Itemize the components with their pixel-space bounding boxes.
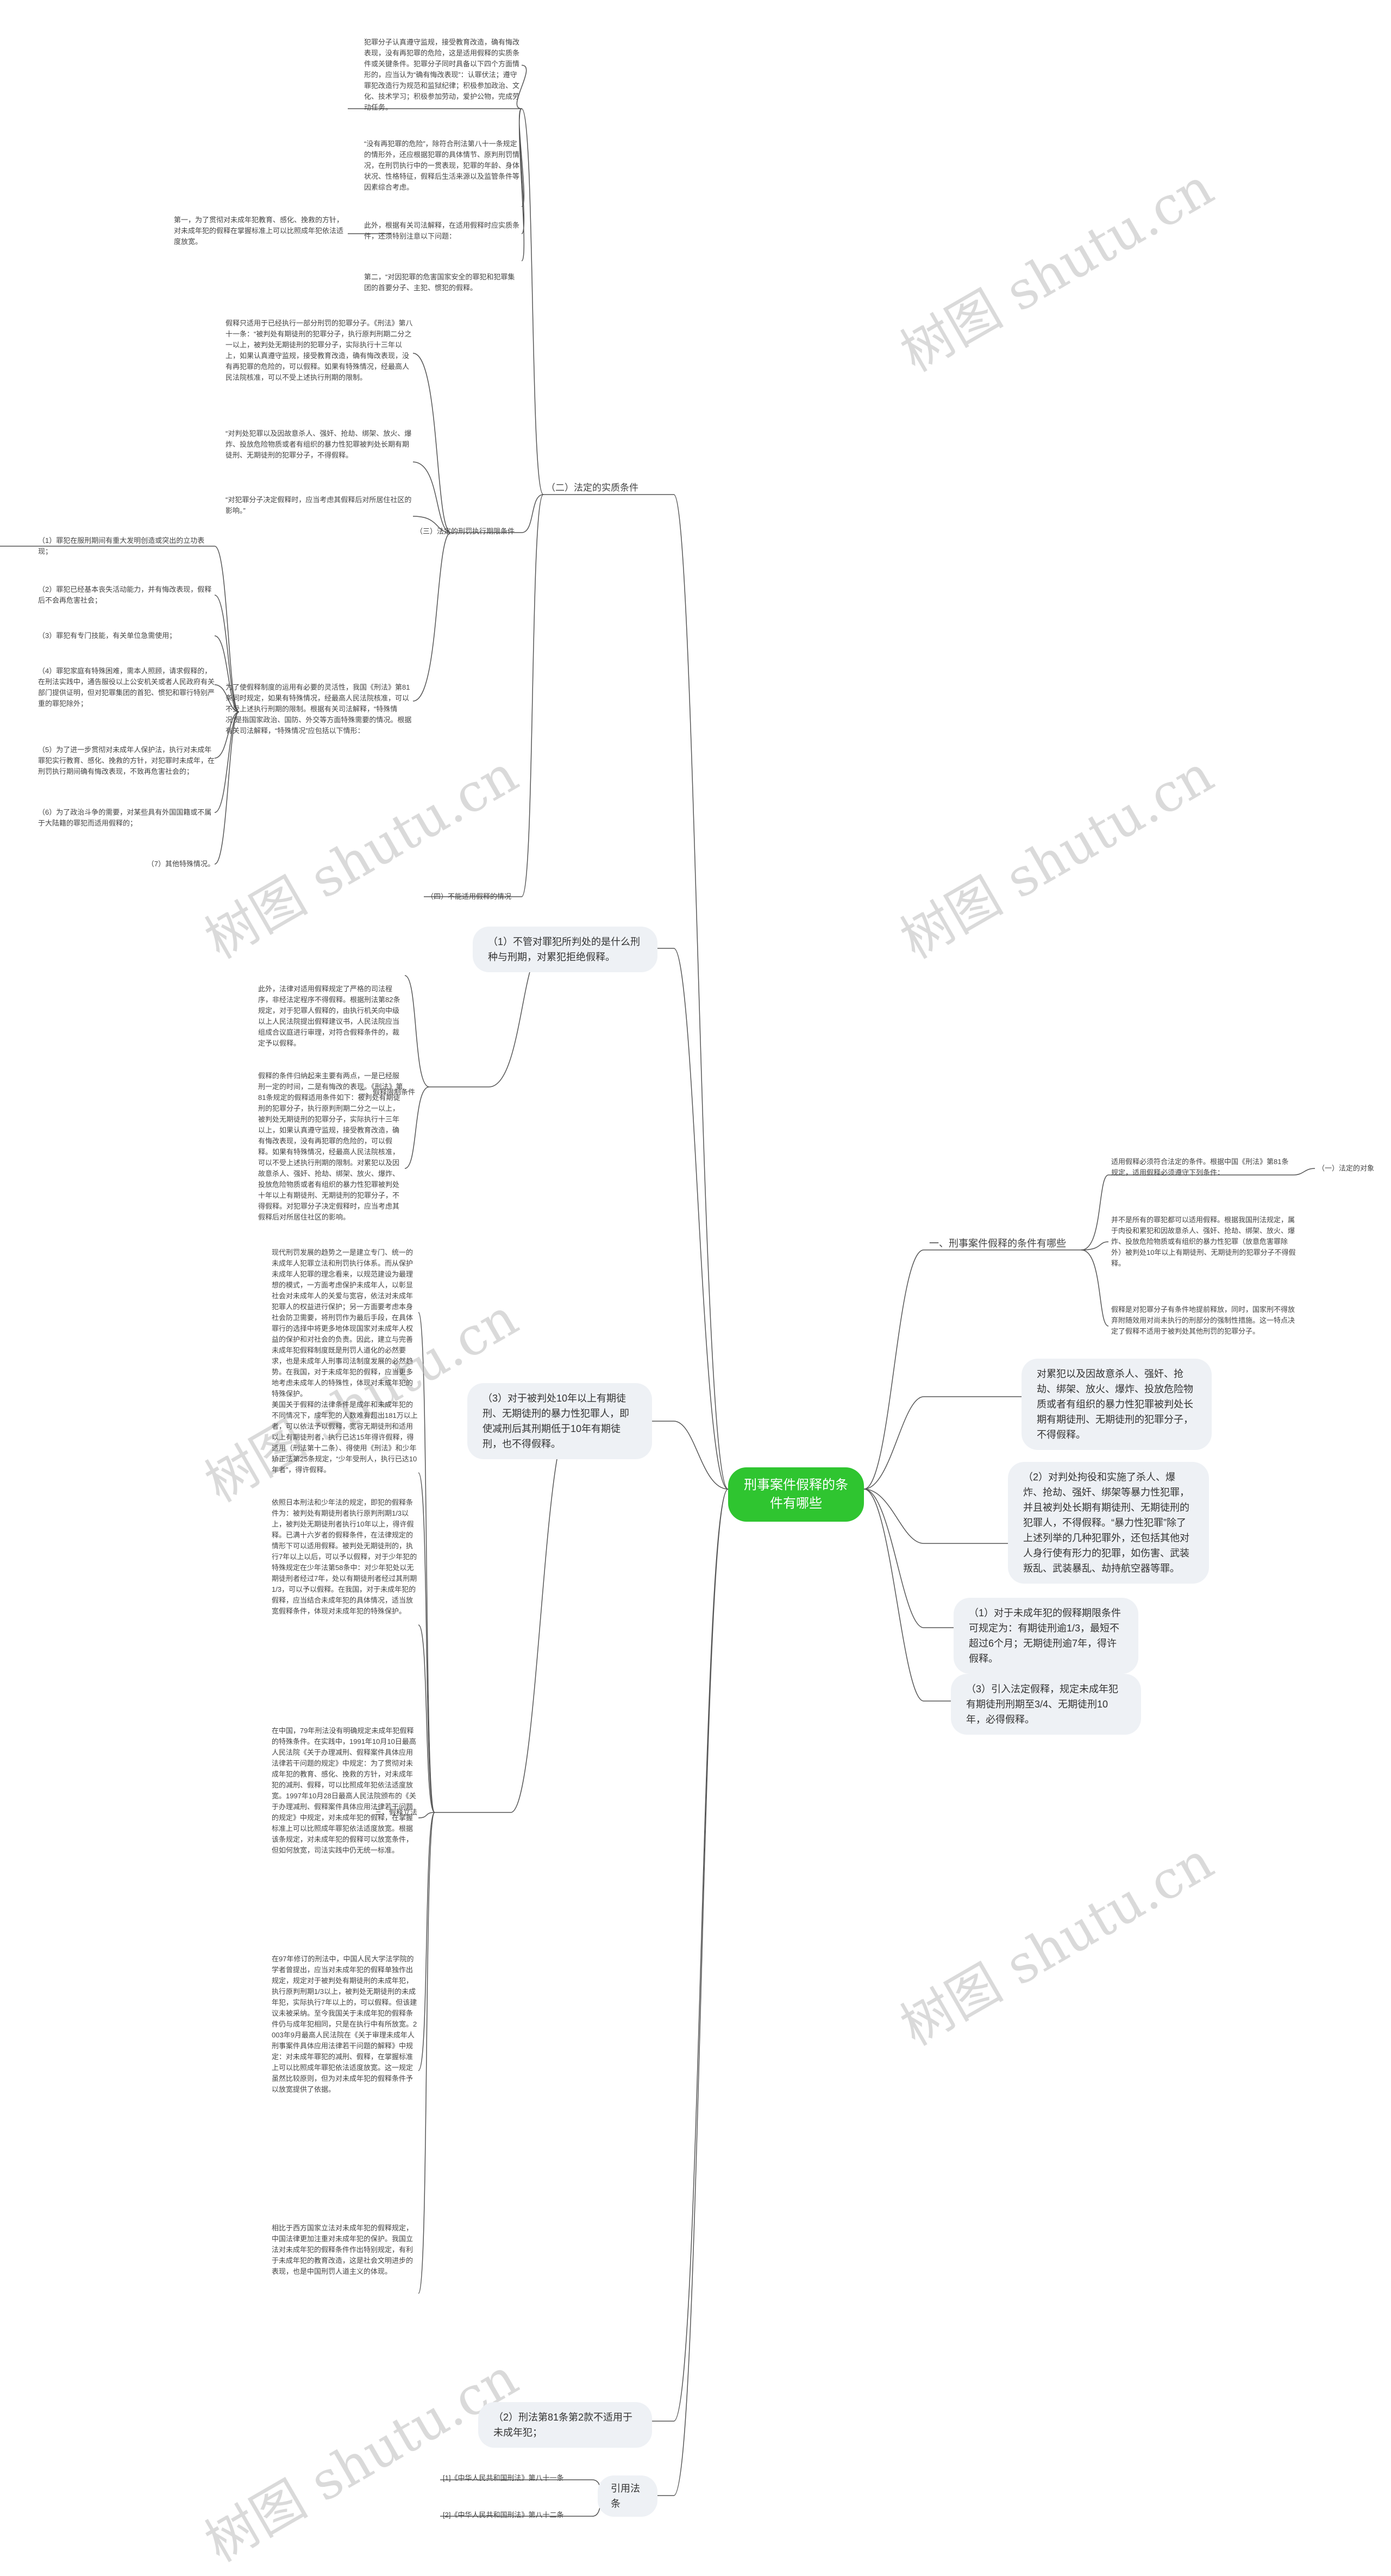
legislation-note-6: 相比于西方国家立法对未成年犯的假释规定，中国法律更加注重对未成年犯的保护。我国立… — [272, 2224, 413, 2275]
restriction-note-procedure: 此外，法律对适用假释规定了严格的司法程序，非经法定程序不得假释。根据刑法第82条… — [258, 985, 400, 1047]
legal-note-danger: “没有再犯罪的危险”，除符合刑法第八十一条规定的情形外，还应根据犯罪的具体情节、… — [364, 140, 520, 191]
conditions-note-object: 适用假释必须符合法定的条件。根据中国《刑法》第81条规定，适用假释必须遵守下列条… — [1111, 1158, 1289, 1177]
legislation-note-3: 依照日本刑法和少年法的规定，即犯的假释条件为：被判处有期徒刑者执行原判刑期1/3… — [272, 1498, 417, 1615]
legislation-note-1: 现代刑罚发展的趋势之一是建立专门、统一的未成年人犯罪立法和刑罚执行体系。而从保护… — [272, 1248, 413, 1398]
bubble-recidivist-reject[interactable]: （1）不管对罪犯所判处的是什么刑种与刑期，对累犯拒绝假释。 — [473, 927, 657, 972]
bubble-recidivist[interactable]: 对累犯以及因故意杀人、强奸、抢劫、绑架、放火、爆炸、投放危险物质或者有组织的暴力… — [1022, 1359, 1212, 1450]
special-case-2: （2）罪犯已经基本丧失活动能力，并有悔改表现，假释后不会再危害社会； — [38, 585, 212, 604]
special-case-5: （5）为了进一步贯彻对未成年人保护法，执行对未成年罪犯实行教育、感化、挽救的方针… — [38, 746, 215, 776]
restriction-note-summary: 假释的条件归纳起来主要有两点，一是已经服刑一定的时间，二是有悔改的表现。《刑法》… — [258, 1072, 403, 1221]
branch-legal-conditions-label: （二）法定的实质条件 — [546, 483, 638, 493]
legal-note-remorse: 犯罪分子认真遵守监规，接受教育改造，确有悔改表现，没有再犯罪的危险，这是适用假释… — [364, 38, 520, 111]
legislation-note-5: 在97年修订的刑法中，中国人民大学法学院的学者曾提出，应当对未成年犯的假释单独作… — [272, 1955, 417, 2093]
period-label: （三）法定的刑罚执行期限条件 — [416, 527, 515, 535]
legal-note-extra: 此外，根据有关司法解释，在适用假释时应实质条件，还须特别注意以下问题： — [364, 221, 520, 240]
legislation-note-4: 在中国，79年刑法没有明确规定未成年犯假释的特殊条件。在实践中，1991年10月… — [272, 1727, 416, 1854]
period-note-2: “对判处犯罪以及因故意杀人、强奸、抢劫、绑架、放火、爆炸、投放危险物质或者有组织… — [225, 429, 412, 459]
bubble-violent-crime[interactable]: （2）对判处拘役和实施了杀人、爆炸、抢劫、强奸、绑架等暴力性犯罪，并且被判处长期… — [1008, 1462, 1209, 1584]
bubble-violent-ten-years[interactable]: （3）对于被判处10年以上有期徒刑、无期徒刑的暴力性犯罪人，即使减刑后其刑期低于… — [467, 1383, 652, 1459]
legal-note-second: 第二，“对因犯罪的危害国家安全的罪犯和犯罪集团的首要分子、主犯、惯犯的假释。 — [364, 273, 515, 292]
special-case-1: （1）罪犯在服刑期间有重大发明创造或突出的立功表现； — [38, 536, 205, 555]
period-note-1: 假释只适用于已经执行一部分刑罚的犯罪分子。《刑法》第八十一条：“被判处有期徒刑的… — [225, 319, 413, 382]
conditions-note-nature: 假释是对犯罪分子有条件地提前释放，同时，国家刑不得放弃附随效用对尚未执行的刑部分… — [1111, 1305, 1295, 1335]
branch-conditions[interactable]: 一、刑事案件假释的条件有哪些 — [929, 1238, 1066, 1249]
conditions-note-exclusion: 并不是所有的罪犯都可以适用假释。根据我国刑法规定，属于肉役和累犯和因故意杀人、强… — [1111, 1216, 1296, 1267]
bubble-juvenile-period[interactable]: （1）对于未成年犯的假释期限条件可规定为：有期徒刑逾1/3，最短不超过6个月；无… — [954, 1598, 1138, 1674]
bubble-legal-parole[interactable]: （3）引入法定假释，规定未成年犯有期徒刑刑期至3/4、无期徒刑10年，必得假释。 — [951, 1674, 1141, 1735]
special-case-3: （3）罪犯有专门技能，有关单位急需使用； — [38, 632, 177, 640]
legislation-note-2: 美国关于假释的法律条件是成年和未成年犯的不同情况下，成年犯的人数难有超出181万… — [272, 1400, 418, 1474]
period-note-4: 为了使假释制度的运用有必要的灵活性，我国《刑法》第81条同时规定，如果有特殊情况… — [225, 683, 412, 735]
legal-note-first: 第一，为了贯彻对未成年犯教育、感化、挽救的方针，对未成年犯的假释在掌握标准上可以… — [174, 216, 344, 246]
legislation-label: 三、假释立法 — [375, 1808, 418, 1816]
branch-legal-conditions[interactable]: （二）法定的实质条件 — [546, 483, 638, 493]
root-topic[interactable]: 刑事案件假释的条件有哪些 — [728, 1467, 864, 1522]
reference-1: [1]《中华人民共和国刑法》第八十一条 — [443, 2474, 564, 2482]
period-note-3: “对犯罪分子决定假释时，应当考虑其假释后对所居住社区的影响。” — [225, 496, 412, 515]
root-label: 刑事案件假释的条件有哪些 — [744, 1478, 848, 1511]
special-case-4: （4）罪犯家庭有特殊困难，需本人照顾，请求假释的，在刑法实践中，通告服役以上公安… — [38, 667, 215, 708]
restriction-label: 二、假释限制条件 — [359, 1088, 416, 1096]
special-case-7: （7）其他特殊情况。 — [147, 860, 215, 868]
leaf-not-applicable: （四）不能适用假释的情况 — [427, 892, 512, 901]
reference-2: [2]《中华人民共和国刑法》第八十二条 — [443, 2511, 564, 2519]
leaf-legal-object: （一）法定的对象 — [1318, 1164, 1375, 1172]
special-case-6: （6）为了政治斗争的需要，对某些具有外国国籍或不属于大陆籍的罪犯而适用假释的； — [38, 808, 212, 827]
bubble-article-81[interactable]: （2）刑法第81条第2款不适用于未成年犯； — [478, 2402, 652, 2448]
branch-conditions-label: 一、刑事案件假释的条件有哪些 — [929, 1238, 1066, 1249]
branch-references[interactable]: 引用法条 — [598, 2475, 657, 2517]
